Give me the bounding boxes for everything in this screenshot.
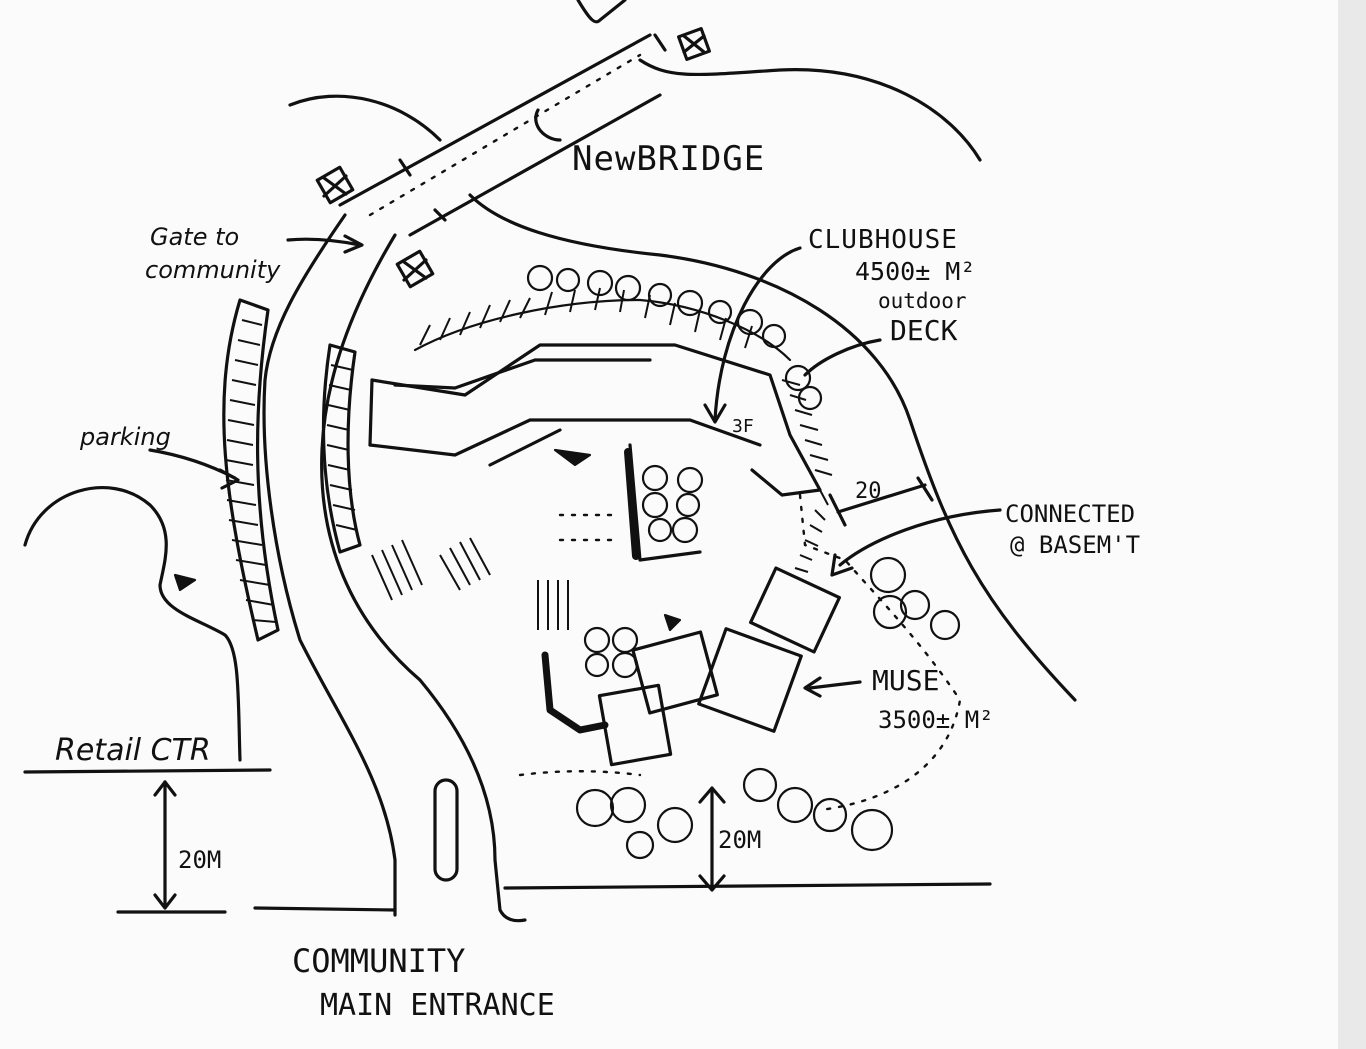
dimension-20m-right bbox=[698, 786, 726, 892]
muse-label: MUSE bbox=[872, 664, 939, 697]
gate-marker-1 bbox=[677, 27, 711, 61]
main-road bbox=[262, 213, 527, 923]
new-bridge bbox=[338, 0, 667, 237]
gate-label-line2: community bbox=[145, 256, 281, 284]
parking-strip-east bbox=[321, 343, 362, 554]
plaza bbox=[553, 443, 704, 562]
muse-area-label: 3500± M² bbox=[878, 706, 994, 734]
clubhouse-label: CLUBHOUSE bbox=[808, 225, 958, 255]
dim-20m-left-label: 20M bbox=[178, 846, 221, 874]
riverbank-north bbox=[288, 94, 442, 142]
connected-label-line1: CONNECTED bbox=[1005, 500, 1135, 528]
floors-label: 3F bbox=[732, 416, 754, 437]
gate-marker-3 bbox=[395, 249, 435, 289]
tree-row-south bbox=[518, 767, 894, 860]
clubhouse-area-label: 4500± M² bbox=[855, 257, 975, 286]
service-path bbox=[794, 489, 962, 812]
connected-label-line2: @ BASEM'T bbox=[1010, 531, 1140, 559]
gate-marker-2 bbox=[315, 165, 355, 205]
deck-label: DECK bbox=[890, 314, 958, 347]
dimension-20-top bbox=[828, 476, 934, 527]
gate-label-line1: Gate to bbox=[150, 223, 239, 251]
entrance-label-line1: COMMUNITY bbox=[292, 942, 465, 980]
dim-20-top-label: 20 bbox=[855, 479, 882, 504]
muse-buildings bbox=[541, 566, 841, 767]
retail-area bbox=[23, 486, 992, 914]
riverbank-northeast bbox=[638, 58, 982, 162]
parking-label: parking bbox=[79, 423, 171, 451]
dim-20m-right-label: 20M bbox=[718, 826, 761, 854]
entrance-label-line2: MAIN ENTRANCE bbox=[320, 988, 555, 1023]
parking-stalls bbox=[371, 537, 569, 630]
clubhouse-building bbox=[368, 343, 833, 497]
new-bridge-label: NewBRIDGE bbox=[572, 139, 765, 179]
dimension-20m-left bbox=[153, 780, 177, 910]
site-boundary-east bbox=[468, 193, 1077, 702]
retail-label: Retail CTR bbox=[55, 733, 211, 768]
outdoor-label: outdoor bbox=[878, 289, 967, 313]
scan-edge bbox=[1338, 0, 1366, 1049]
parking-strip-west bbox=[222, 298, 280, 642]
leader-arrows bbox=[148, 108, 1002, 698]
